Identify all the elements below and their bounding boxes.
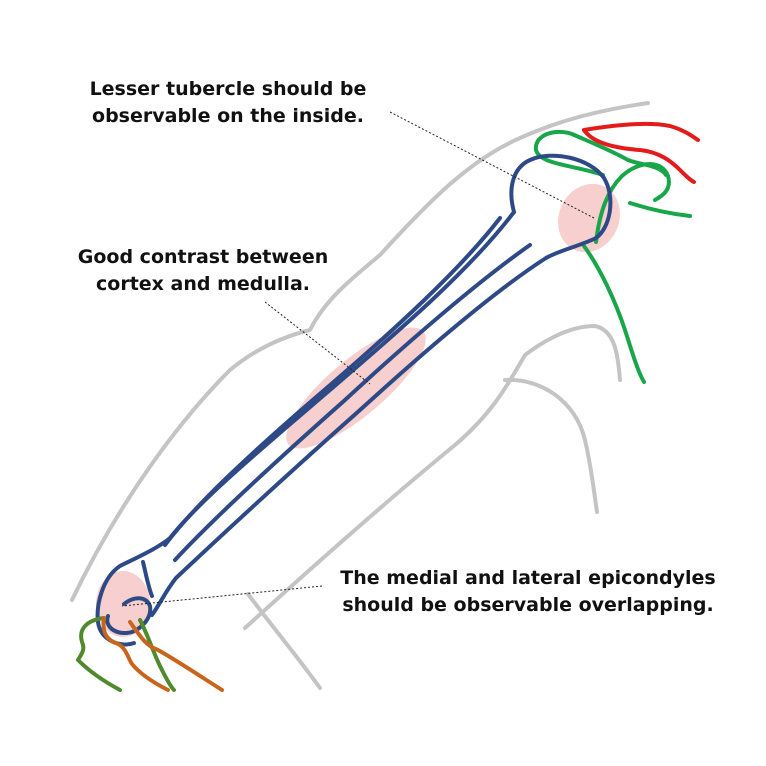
annotation-epicondyles: The medial and lateral epicondyles shoul… [318,565,738,619]
medial-epicondyle [105,596,153,635]
scapula-outline [533,129,692,384]
annotation-epicondyles-line1: The medial and lateral epicondyles [340,567,716,589]
scapula-body [582,244,646,384]
ulna-outline [76,616,122,692]
annotation-lesser-tubercle-line2: observable on the inside. [92,105,364,127]
radius-outline [101,616,170,692]
annotation-contrast-line2: cortex and medulla. [96,273,310,295]
radius-shaft [128,620,224,692]
scapula-coracoid [533,129,668,177]
tubercle-highlight [558,183,620,253]
elbow-gap-line [141,560,154,598]
scapula-glenoid-edge [628,201,692,218]
annotation-cortex-medulla-contrast: Good contrast between cortex and medulla… [48,244,358,298]
forearm-bones [76,616,224,692]
annotation-lesser-tubercle-line1: Lesser tubercle should be [89,78,367,100]
body-outline [70,101,650,690]
arm-upper-contour [70,101,650,602]
clavicle-outline [582,121,700,184]
annotation-contrast-line1: Good contrast between [77,246,329,268]
humerus-upper-medulla [163,216,502,547]
forearm-contour [503,377,599,514]
annotation-epicondyles-line2: should be observable overlapping. [342,594,714,616]
leader-epicondyles [121,585,323,607]
humeral-head [509,153,613,260]
ulna-shaft [138,618,176,692]
humerus-lower-medulla [173,243,532,562]
annotation-lesser-tubercle: Lesser tubercle should be observable on … [58,76,398,130]
arm-lower-contour [243,324,622,630]
leader-lines [121,111,595,607]
clavicle-upper [582,121,700,142]
clavicle-lower [582,128,696,184]
humerus-lower-cortex [150,256,548,617]
torso-contour [246,592,322,690]
